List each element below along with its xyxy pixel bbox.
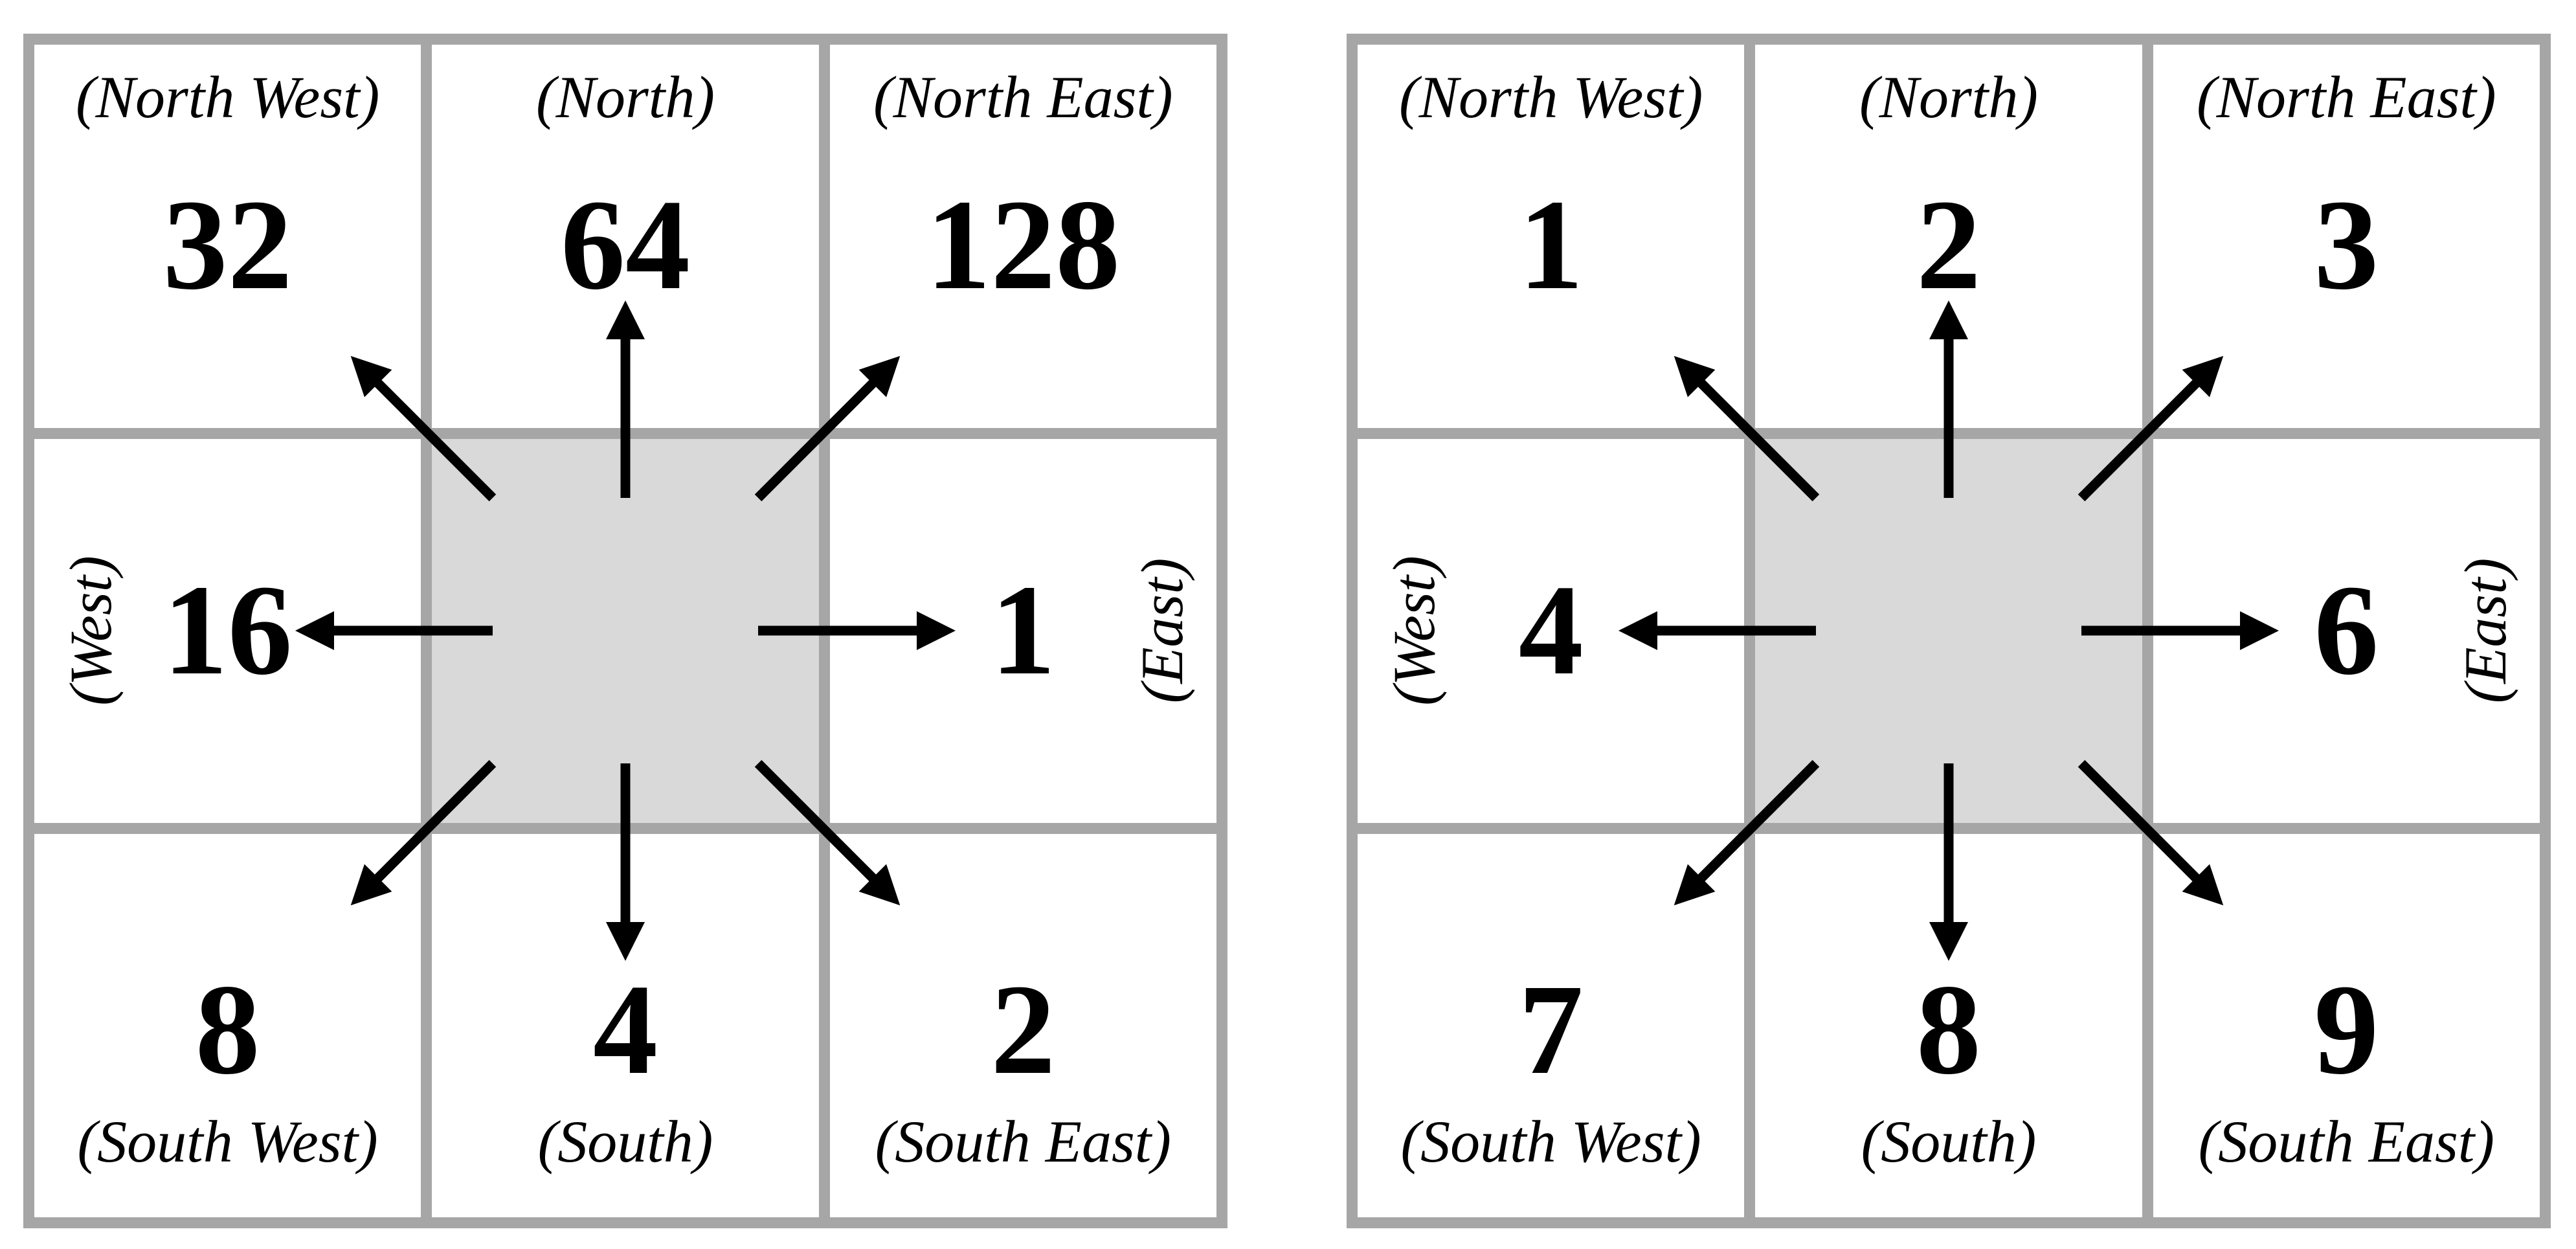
direction-grid-right: (North West) 1 (North) 2 (North East) 3 … (1347, 34, 2551, 1228)
direction-value: 1 (991, 559, 1056, 703)
cell-south-west: 7 (South West) (1358, 833, 1745, 1217)
center-cell (432, 439, 819, 823)
direction-value: 32 (162, 174, 293, 317)
cell-south-west: 8 (South West) (34, 833, 421, 1217)
cell-north: (North) 64 (432, 45, 819, 429)
direction-label: (South) (1861, 1108, 2037, 1175)
direction-value: 1 (1518, 174, 1584, 317)
cell-north-west: (North West) 32 (34, 45, 421, 429)
direction-grid-left: (North West) 32 (North) 64 (North East) … (23, 34, 1227, 1228)
center-cell (1755, 439, 2142, 823)
cell-south: 8 (South) (1755, 833, 2142, 1217)
cell-east: (East) 1 (829, 439, 1216, 823)
cell-east: (East) 6 (2153, 439, 2540, 823)
direction-label: (West) (1381, 556, 1447, 706)
direction-value: 4 (1518, 559, 1584, 703)
direction-value: 16 (162, 559, 293, 703)
direction-value: 7 (1518, 958, 1584, 1101)
cell-south-east: 9 (South East) (2153, 833, 2540, 1217)
direction-value: 9 (2314, 958, 2379, 1101)
grid-cells: (North West) 32 (North) 64 (North East) … (23, 34, 1227, 1228)
direction-label: (North) (1859, 64, 2038, 130)
cell-south: 4 (South) (432, 833, 819, 1217)
direction-label: (South) (537, 1108, 713, 1175)
cell-north: (North) 2 (1755, 45, 2142, 429)
direction-value: 4 (592, 958, 658, 1101)
direction-value: 2 (991, 958, 1056, 1101)
direction-label: (North East) (2197, 64, 2496, 130)
direction-label: (North West) (75, 64, 380, 130)
direction-label: (North) (535, 64, 715, 130)
cell-west: (West) 16 (34, 439, 421, 823)
cell-north-east: (North East) 128 (829, 45, 1216, 429)
direction-label: (South East) (875, 1108, 1172, 1175)
direction-label: (South West) (1400, 1108, 1701, 1175)
direction-value: 6 (2314, 559, 2379, 703)
direction-label: (South East) (2198, 1108, 2495, 1175)
cell-south-east: 2 (South East) (829, 833, 1216, 1217)
direction-label: (South West) (77, 1108, 378, 1175)
direction-label: (West) (58, 556, 124, 706)
direction-label: (East) (2452, 558, 2518, 704)
direction-label: (North East) (873, 64, 1173, 130)
cell-north-west: (North West) 1 (1358, 45, 1745, 429)
direction-value: 128 (926, 174, 1121, 317)
cell-west: (West) 4 (1358, 439, 1745, 823)
grid-cells: (North West) 1 (North) 2 (North East) 3 … (1347, 34, 2551, 1228)
direction-value: 8 (195, 958, 260, 1101)
direction-value: 8 (1916, 958, 1981, 1101)
direction-label: (North West) (1398, 64, 1703, 130)
direction-value: 3 (2314, 174, 2379, 317)
cell-north-east: (North East) 3 (2153, 45, 2540, 429)
direction-label: (East) (1128, 558, 1195, 704)
direction-value: 2 (1916, 174, 1981, 317)
direction-value: 64 (560, 174, 690, 317)
